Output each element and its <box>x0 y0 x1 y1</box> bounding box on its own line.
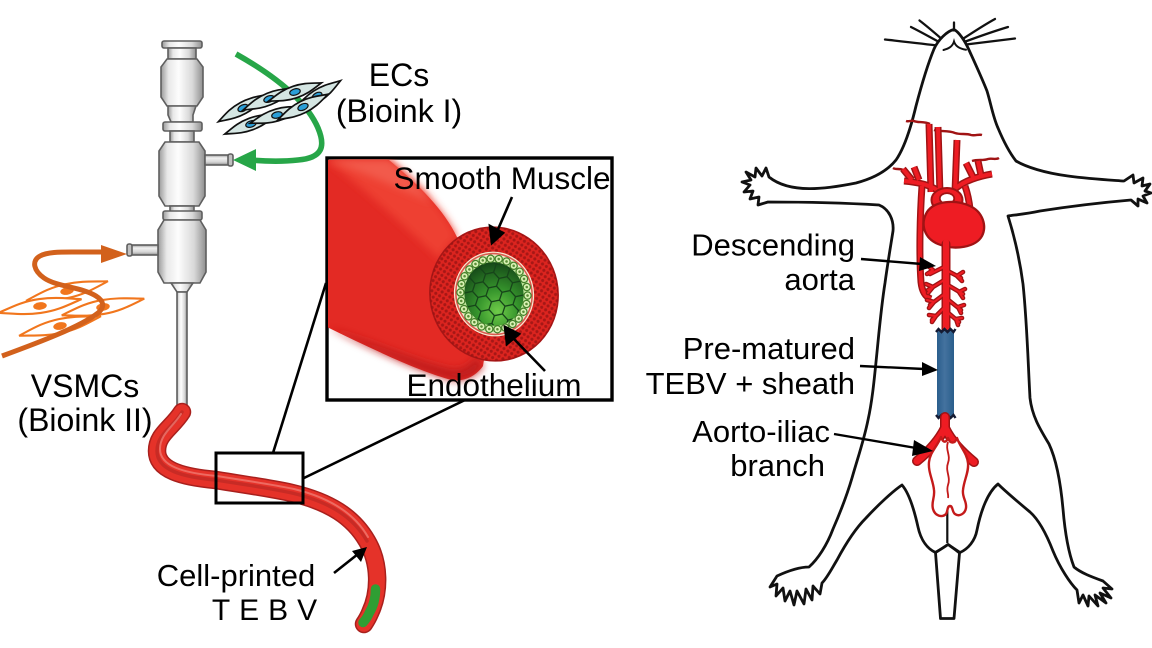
svg-text:Pre-matured: Pre-matured <box>683 331 855 366</box>
svg-text:Smooth Muscle: Smooth Muscle <box>393 160 610 196</box>
svg-text:Cell-printed: Cell-printed <box>157 558 316 593</box>
svg-text:(Bioink I): (Bioink I) <box>336 93 462 129</box>
svg-text:VSMCs: VSMCs <box>31 368 139 404</box>
svg-text:Descending: Descending <box>691 228 855 263</box>
svg-text:ECs: ECs <box>369 57 429 93</box>
svg-text:Aorto-iliac: Aorto-iliac <box>692 414 830 449</box>
svg-text:TEBV + sheath: TEBV + sheath <box>646 366 855 401</box>
svg-text:(Bioink II): (Bioink II) <box>17 402 152 438</box>
svg-text:TEBV: TEBV <box>212 594 326 627</box>
svg-text:aorta: aorta <box>784 262 855 297</box>
svg-text:branch: branch <box>730 448 825 483</box>
svg-text:Endothelium: Endothelium <box>406 367 581 403</box>
